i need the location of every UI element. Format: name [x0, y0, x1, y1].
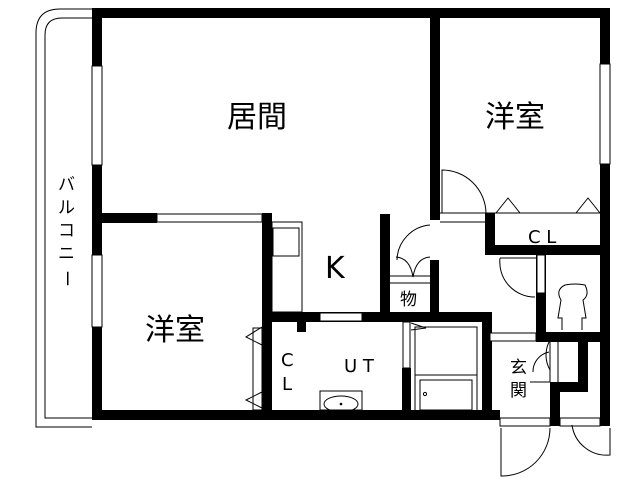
balcony: [35, 8, 92, 428]
room-label-closet-left-c: C: [281, 350, 294, 371]
room-label-western-left: 洋室: [145, 313, 205, 348]
room-label-utility: U T: [344, 356, 375, 377]
balcony-char: ー: [56, 270, 76, 287]
room-label-entrance-2: 関: [510, 381, 527, 401]
room-label-storage: 物: [400, 290, 417, 310]
room-label-entrance-1: 玄: [510, 358, 527, 378]
room-label-closet-right: C L: [528, 227, 556, 248]
balcony-char: バ: [58, 175, 75, 195]
balcony-char: ル: [58, 198, 75, 218]
room-label-western-right: 洋室: [485, 100, 545, 135]
room-label-closet-left-l: L: [282, 374, 292, 395]
fixtures: [244, 169, 611, 477]
interior-walls: [92, 8, 610, 420]
balcony-char: コ: [58, 221, 75, 241]
room-label-kitchen: K: [325, 251, 346, 286]
room-label-living: 居間: [227, 100, 287, 135]
room-label-balcony: バ ル コ ニ ー: [56, 175, 76, 287]
balcony-char: ニ: [58, 244, 75, 264]
